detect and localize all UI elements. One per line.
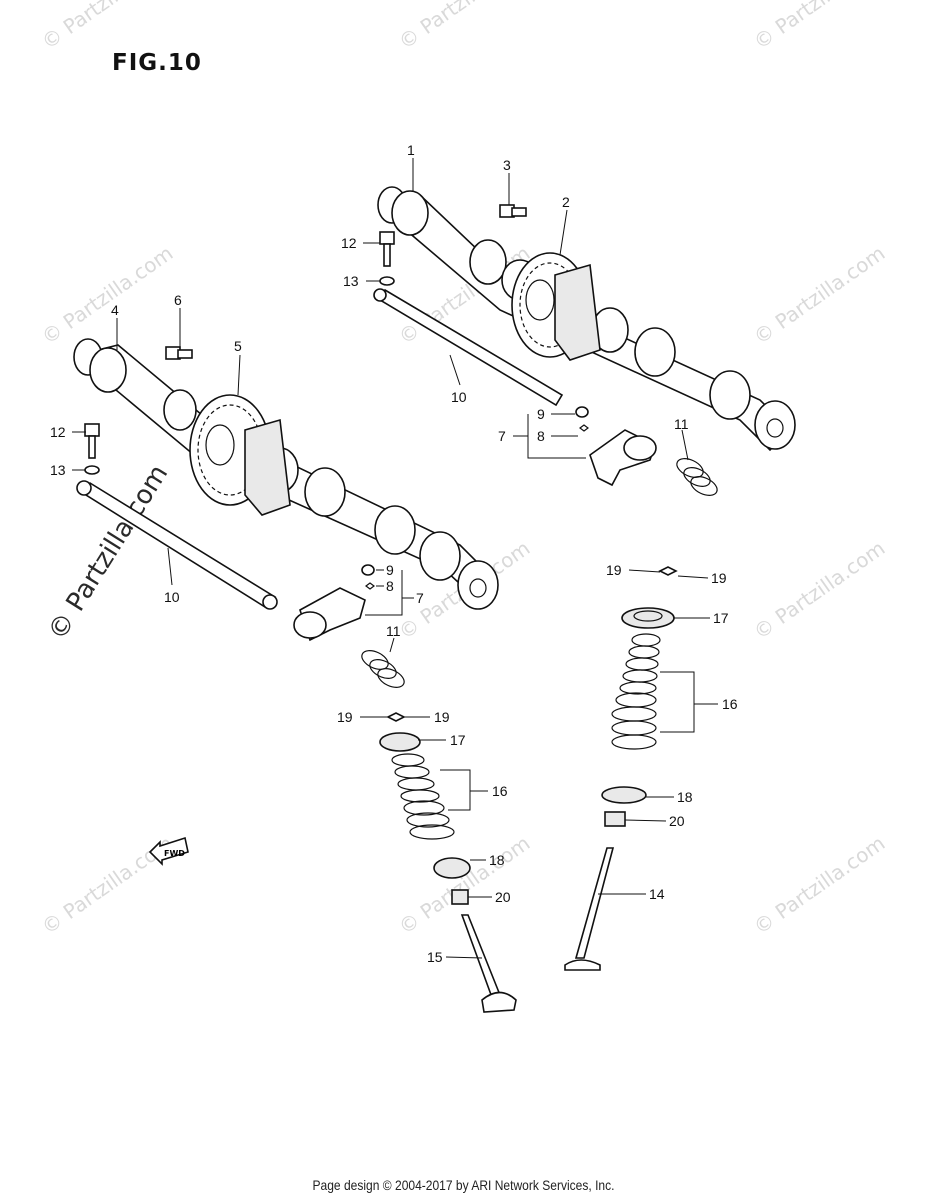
callout-7-lower: 7 (416, 590, 424, 606)
callout-9-lower: 9 (386, 562, 394, 578)
callout-19-left-b: 19 (434, 709, 450, 725)
bolt-12-lower (84, 423, 100, 459)
leader-lines (72, 158, 718, 959)
valve-assembly-left (379, 712, 517, 1013)
watermark: © Partzilla.com (37, 241, 177, 349)
callout-18-right: 18 (677, 789, 693, 805)
callout-12-lower: 12 (50, 424, 66, 440)
callout-14: 14 (649, 886, 665, 902)
callout-11-lower: 11 (386, 623, 401, 639)
callout-12-upper: 12 (341, 235, 357, 251)
watermarks: © Partzilla.com © Partzilla.com © Partzi… (37, 0, 889, 939)
fwd-label: FWD (164, 849, 185, 858)
callout-13-lower: 13 (50, 462, 66, 478)
watermark: © Partzilla.com (394, 0, 534, 54)
watermark-large: © Partzilla.com (42, 460, 174, 646)
callout-3: 3 (503, 157, 511, 173)
washer-13-lower (84, 465, 100, 475)
bolt-6 (165, 346, 193, 360)
callout-11-upper: 11 (674, 416, 689, 432)
rocker-arm-lower (293, 564, 375, 642)
figure-title: FIG.10 (112, 50, 202, 76)
callout-13-upper: 13 (343, 273, 359, 289)
callout-4: 4 (111, 302, 119, 318)
callout-8-upper: 8 (537, 428, 545, 444)
callout-20-left: 20 (495, 889, 511, 905)
callout-19-left-a: 19 (337, 709, 353, 725)
rocker-shaft-lower (76, 480, 278, 610)
watermark: © Partzilla.com (749, 241, 889, 349)
callout-9-upper: 9 (537, 406, 545, 422)
callout-2: 2 (562, 194, 570, 210)
callout-7-upper: 7 (498, 428, 506, 444)
page-footer: Page design © 2004-2017 by ARI Network S… (312, 1177, 615, 1193)
rocker-arm-upper (575, 406, 657, 487)
callout-17-right: 17 (713, 610, 729, 626)
callout-18-left: 18 (489, 852, 505, 868)
washer-13-upper (379, 276, 395, 286)
callout-5: 5 (234, 338, 242, 354)
callout-10-lower: 10 (164, 589, 180, 605)
rocker-shaft-upper (373, 288, 564, 407)
spring-11-upper (676, 458, 718, 496)
callout-6: 6 (174, 292, 182, 308)
callout-20-right: 20 (669, 813, 685, 829)
watermark: © Partzilla.com (749, 0, 889, 54)
callout-15: 15 (427, 949, 443, 965)
valve-spring-left (391, 753, 455, 840)
cam-sprocket-upper (511, 252, 601, 361)
callout-17-left: 17 (450, 732, 466, 748)
fwd-arrow: FWD (148, 836, 189, 866)
spring-11-lower (361, 650, 405, 688)
watermark: © Partzilla.com (37, 0, 177, 54)
watermark: © Partzilla.com (749, 536, 889, 644)
bolt-12-upper (379, 231, 395, 267)
callout-19-right-a: 19 (606, 562, 622, 578)
callout-8-lower: 8 (386, 578, 394, 594)
cam-sprocket-lower (189, 394, 291, 516)
valve-spring-right (611, 633, 661, 750)
watermark: © Partzilla.com (749, 831, 889, 939)
callout-19-right-b: 19 (711, 570, 727, 586)
valve-assembly-right (564, 566, 678, 971)
callout-1: 1 (407, 142, 415, 158)
bolt-3 (499, 204, 527, 218)
callout-16-right: 16 (722, 696, 738, 712)
callout-10-upper: 10 (451, 389, 467, 405)
callouts: 1 2 3 4 5 6 7 7 8 8 9 9 10 10 11 11 12 1… (50, 142, 738, 965)
callout-16-left: 16 (492, 783, 508, 799)
